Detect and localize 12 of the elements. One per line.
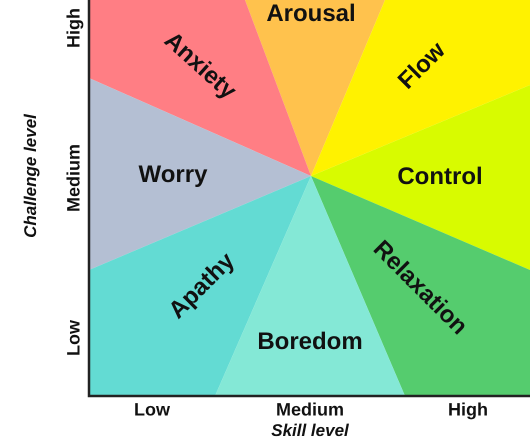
axis-tick-label: Medium bbox=[64, 144, 84, 212]
axis-title: Skill level bbox=[271, 421, 349, 441]
region-label: Boredom bbox=[257, 328, 363, 356]
region-label: Arousal bbox=[266, 0, 356, 28]
axis-tick-label: High bbox=[64, 8, 84, 48]
axis-tick-label: Low bbox=[64, 320, 84, 356]
axis-tick-label: Medium bbox=[276, 400, 344, 420]
axis-title: Challenge level bbox=[21, 114, 41, 238]
axis-tick-label: High bbox=[448, 400, 488, 420]
region-label: Control bbox=[397, 163, 483, 191]
region-label: Worry bbox=[138, 161, 208, 189]
axis-tick-label: Low bbox=[134, 400, 170, 420]
